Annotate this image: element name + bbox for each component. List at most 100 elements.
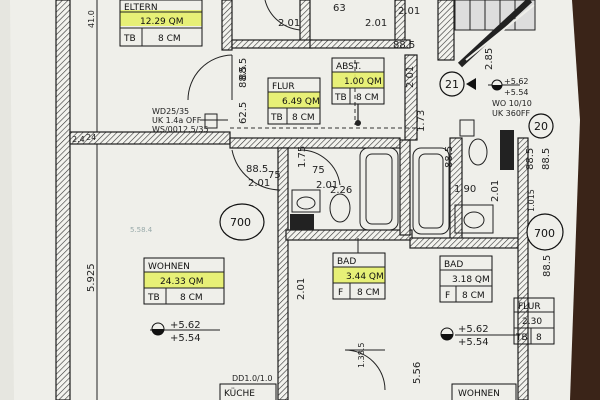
dim-d8: 75 xyxy=(268,170,281,181)
room-name-wohnen-bottom: WOHNEN xyxy=(458,389,500,399)
level-bottom-right-minus: +5.54 xyxy=(458,337,489,348)
note-pencil: 5.58.4 xyxy=(130,226,153,234)
marker-700-left-label: 700 xyxy=(230,216,251,229)
sink-center-bowl xyxy=(296,196,316,210)
level-right-top: +5.62 +5.54 xyxy=(491,77,529,97)
room-label-bad-center: BAD 3.44 QM F 8 CM xyxy=(332,238,386,300)
note-wd: WD25/35 xyxy=(152,107,189,116)
dim-d26: 41.0 xyxy=(87,10,96,28)
marker-700-right: 700 xyxy=(526,213,564,251)
marker-21-label: 21 xyxy=(445,78,459,91)
dim-d12: 1.75 xyxy=(297,146,308,168)
room-floor-flur-center: TB xyxy=(270,113,283,123)
room-name-flur-right: FLUR xyxy=(518,302,541,312)
dim-d16: 2.01 xyxy=(405,66,416,88)
door-arc-bottom xyxy=(344,349,386,391)
shaft-right xyxy=(500,130,514,170)
room-area-abst: 1.00 QM xyxy=(344,77,382,87)
room-name-abst: ABST. xyxy=(336,62,361,72)
dim-d15: 1.73 xyxy=(416,110,427,132)
wall-left-outer xyxy=(55,0,71,400)
room-area-bad-center: 3.44 QM xyxy=(346,272,384,282)
room-label-kueche: KÜCHE xyxy=(219,383,277,400)
window-mark xyxy=(204,113,218,129)
room-area-flur-center: 6.49 QM xyxy=(282,97,320,107)
sink-center xyxy=(291,189,321,213)
bathtub-center xyxy=(359,147,399,231)
wall-stair xyxy=(437,0,455,61)
wall-abst-top xyxy=(309,39,411,49)
paper-sheet xyxy=(0,0,580,400)
dim-d27: 2.4 xyxy=(72,135,85,144)
note-uk-right: UK 360FF xyxy=(492,109,531,118)
room-area-flur-right: 2.30 xyxy=(522,317,542,327)
dim-d7: 2.01 xyxy=(248,178,270,189)
toilet-right xyxy=(468,138,488,166)
room-floor-wohnen: TB xyxy=(147,293,160,303)
wall-abst-right xyxy=(404,54,418,141)
marker-20-label: 20 xyxy=(534,120,548,133)
dim-d18: 88.5 xyxy=(238,58,249,80)
room-label-bad-right: BAD 3.18 QM F 8 CM xyxy=(439,255,493,303)
room-floor-eltern: TB xyxy=(123,34,136,44)
wall-flur-top xyxy=(231,39,313,49)
dim-d5: 62.5 xyxy=(238,102,249,124)
note-ws: WS/0012.5/35 xyxy=(152,125,209,134)
marker-700-right-label: 700 xyxy=(534,227,555,240)
bathtub-right-inner xyxy=(418,153,444,229)
dim-d21: 88.5 xyxy=(525,148,536,170)
dim-d29: 88.5 xyxy=(542,255,553,277)
room-thickness-wohnen: 8 CM xyxy=(180,293,203,303)
dim-d10: 2.01 xyxy=(316,180,338,191)
room-area-bad-right: 3.18 QM xyxy=(452,275,490,285)
level-bottom-right: +5.62 +5.54 xyxy=(440,324,489,348)
wall-bath-bottom xyxy=(285,229,413,241)
room-area-eltern: 12.29 QM xyxy=(140,17,183,27)
door-arc-top xyxy=(264,0,301,31)
bathtub-right xyxy=(412,147,450,235)
marker-700-left: 700 xyxy=(219,203,265,241)
cabinet-dark xyxy=(290,214,314,230)
room-label-eltern: ELTERN 12.29 QM TB 8 CM xyxy=(119,0,203,47)
dim-d3: 2.01 xyxy=(365,18,387,29)
dim-d6: 75 xyxy=(312,165,325,176)
room-floor-bad-center: F xyxy=(338,288,343,298)
room-thickness-eltern: 8 CM xyxy=(158,34,181,44)
room-label-wohnen-bottom: WOHNEN xyxy=(451,383,517,400)
wall-far-right xyxy=(517,137,529,400)
level-wohnen: +5.62 +5.54 xyxy=(151,320,201,344)
stairs xyxy=(454,0,536,68)
room-name-kueche: KÜCHE xyxy=(224,388,255,399)
level-right-top-plus: +5.62 xyxy=(504,77,529,86)
wall-eltern-right xyxy=(221,0,233,51)
dim-d32: DD1.0/1.0 xyxy=(232,374,272,383)
room-name-wohnen: WOHNEN xyxy=(148,262,190,272)
room-label-wohnen: WOHNEN 24.33 QM TB 8 CM xyxy=(143,257,225,305)
room-thickness-bad-center: 8 CM xyxy=(357,288,380,298)
dim-d17: 1.90 xyxy=(454,184,476,195)
wall-bath-divider xyxy=(399,139,411,236)
wall-wohnen-right xyxy=(277,147,289,400)
door-arc-wohnen xyxy=(231,149,281,191)
dim-d2: 63 xyxy=(333,3,346,14)
room-floor-bad-right: F xyxy=(445,291,450,301)
wall-bath-top xyxy=(229,137,401,149)
dim-d22: 88.5 xyxy=(541,148,552,170)
dim-d4: 88.5 xyxy=(238,66,249,88)
dim-d14: 5.925 xyxy=(86,263,97,292)
dim-d30: 1.015 xyxy=(527,189,536,212)
dim-d9: 88.5 xyxy=(246,164,268,175)
dim-d28: 88.5 xyxy=(444,146,455,168)
dim-d25: 2.01 xyxy=(398,6,420,17)
level-wohnen-plus: +5.62 xyxy=(170,320,201,331)
shaft-box xyxy=(459,119,475,137)
wall-bath-right-bottom xyxy=(409,237,521,249)
room-name-bad-center: BAD xyxy=(337,257,356,267)
room-label-flur-center: FLUR 6.49 QM TB 8 CM xyxy=(267,77,321,125)
room-name-flur-center: FLUR xyxy=(272,82,295,92)
note-wo: WO 10/10 xyxy=(492,99,532,108)
door-arc-eltern xyxy=(187,54,233,101)
room-area-wohnen: 24.33 QM xyxy=(160,277,203,287)
dim-d33: 88.5 xyxy=(393,40,415,51)
